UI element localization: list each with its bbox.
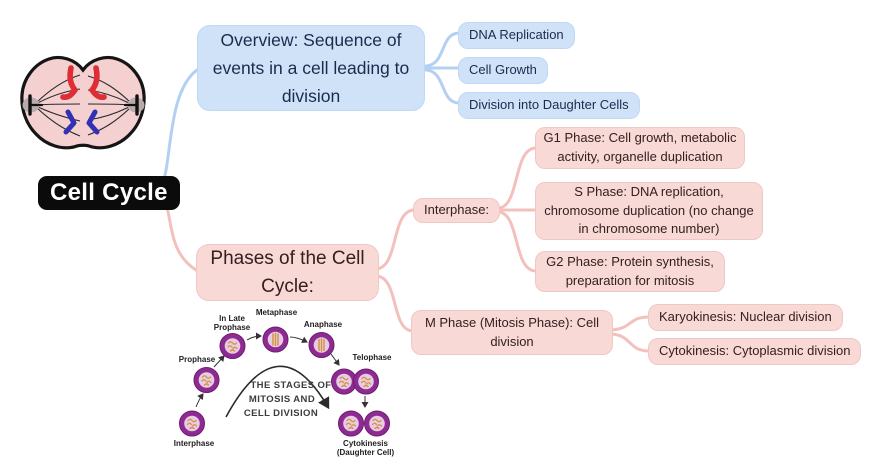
label-prophase: Prophase (179, 355, 216, 364)
prophase-cell (193, 366, 220, 394)
node-karyokinesis[interactable]: Karyokinesis: Nuclear division (648, 304, 843, 331)
dividing-cell-illustration (20, 55, 146, 150)
node-dna-replication[interactable]: DNA Replication (458, 22, 575, 49)
node-cell-growth[interactable]: Cell Growth (458, 57, 548, 84)
diagram-caption-line3: CELL DIVISION (244, 408, 318, 419)
diagram-caption-line2: MITOSIS AND (249, 394, 315, 405)
stage-arrows (195, 332, 369, 408)
label-metaphase: Metaphase (256, 308, 298, 317)
spindle-pole-right (123, 94, 145, 116)
label-telophase: Telophase (353, 353, 393, 362)
interphase-cell (178, 410, 206, 437)
node-interphase[interactable]: Interphase: (413, 198, 501, 223)
label-late-prophase-line1: In Late (219, 314, 245, 323)
node-m-phase[interactable]: M Phase (Mitosis Phase): Cell division (411, 310, 613, 355)
connector-mphase-karyokinesis (609, 315, 651, 332)
connector-interphase-g2 (497, 210, 538, 273)
red-chromosomes (60, 65, 107, 101)
anaphase-cell (308, 331, 335, 359)
phases-node[interactable]: Phases of the Cell Cycle: (196, 244, 379, 301)
label-cytokinesis: Cytokinesis (343, 439, 388, 448)
cytokinesis-cells (337, 410, 391, 437)
label-daughter-cell: (Daughter Cell) (337, 448, 395, 457)
connector-mphase-cytokinesis (609, 332, 651, 353)
connector-overview-division (424, 68, 461, 105)
connector-phases-interphase (375, 208, 416, 271)
telophase-cells (330, 368, 380, 395)
connector-overview-dna (424, 31, 461, 68)
cell-membrane (20, 55, 146, 150)
node-g2-phase[interactable]: G2 Phase: Protein synthesis, preparation… (535, 251, 725, 292)
label-late-prophase-line2: Prophase (214, 323, 251, 332)
cycle-arc-arrow (225, 365, 330, 418)
node-s-phase[interactable]: S Phase: DNA replication, chromosome dup… (535, 182, 763, 240)
node-g1-phase[interactable]: G1 Phase: Cell growth, metabolic activit… (535, 127, 745, 169)
mitosis-stages-diagram: THE STAGES OF MITOSIS AND CELL DIVISION (174, 308, 395, 457)
blue-chromosomes (63, 109, 100, 135)
spindle-pole-left (22, 94, 44, 116)
connector-root-overview (155, 68, 199, 192)
node-cytokinesis[interactable]: Cytokinesis: Cytoplasmic division (648, 338, 862, 365)
connector-phases-mphase (375, 274, 415, 333)
root-node-cell-cycle[interactable]: Cell Cycle (38, 176, 180, 210)
label-anaphase: Anaphase (304, 320, 343, 329)
metaphase-cell (262, 326, 289, 353)
diagram-caption-line1: THE STAGES OF (250, 380, 331, 391)
late-prophase-cell (219, 332, 246, 360)
node-division-daughter-cells[interactable]: Division into Daughter Cells (458, 92, 640, 119)
label-interphase: Interphase (174, 439, 215, 448)
connector-interphase-g1 (497, 146, 538, 210)
overview-node[interactable]: Overview: Sequence of events in a cell l… (197, 25, 425, 111)
